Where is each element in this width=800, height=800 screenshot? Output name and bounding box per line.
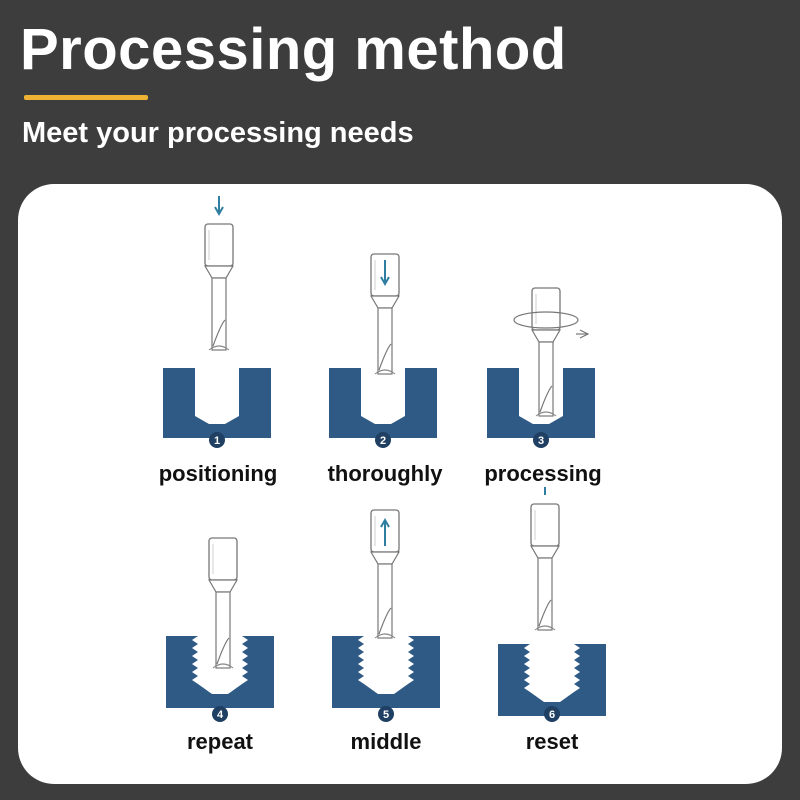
step-badge-circle bbox=[375, 432, 391, 448]
rotation-ring bbox=[513, 311, 579, 329]
process-diagram: 1 2 3 4 5 6 bbox=[163, 196, 606, 722]
step-badge-circle bbox=[544, 706, 560, 722]
step-badge-circle bbox=[209, 432, 225, 448]
tool-flute bbox=[538, 599, 552, 627]
step-badge-circle bbox=[533, 432, 549, 448]
tool-tip bbox=[535, 411, 557, 417]
tool-flute bbox=[378, 343, 392, 371]
step-label-repeat: repeat bbox=[186, 729, 254, 754]
step-label-middle: middle bbox=[350, 729, 422, 754]
tool-tip bbox=[212, 663, 234, 669]
step-badge-circle bbox=[378, 706, 394, 722]
rotation-indicator-step-3 bbox=[513, 311, 590, 339]
title-underline bbox=[24, 95, 148, 100]
badge-step-3: 3 bbox=[533, 432, 549, 448]
step-number: 3 bbox=[538, 435, 544, 447]
page-subtitle: Meet your processing needs bbox=[22, 117, 414, 149]
step-label-positioning: positioning bbox=[158, 461, 278, 486]
tool-step-3 bbox=[530, 287, 562, 417]
tool-body bbox=[538, 341, 554, 417]
arrow-up-step-5 bbox=[380, 517, 390, 546]
tool-body bbox=[215, 591, 231, 669]
tool-neck bbox=[207, 579, 239, 593]
workpiece-block bbox=[329, 368, 437, 438]
diagram-panel: 1 2 3 4 5 6 positioning thoroughly processing… bbox=[18, 184, 782, 784]
arrow-head bbox=[380, 517, 390, 528]
tool-neck bbox=[369, 295, 401, 309]
tool-tip bbox=[374, 369, 396, 375]
workpiece-block bbox=[163, 368, 271, 438]
block-step-5 bbox=[332, 636, 440, 708]
workpiece-block bbox=[166, 636, 274, 708]
tool-tip bbox=[374, 633, 396, 639]
badge-step-2: 2 bbox=[375, 432, 391, 448]
step-badge-circle bbox=[212, 706, 228, 722]
tool-neck bbox=[530, 329, 562, 343]
block-step-1 bbox=[163, 368, 271, 438]
tool-body bbox=[377, 563, 393, 639]
tool-step-1 bbox=[203, 223, 235, 351]
tool-flute bbox=[212, 319, 226, 347]
step-label-reset: reset bbox=[525, 729, 579, 754]
workpiece-block bbox=[498, 644, 606, 716]
rotation-arrow-head bbox=[579, 329, 590, 339]
step-number: 1 bbox=[214, 435, 220, 447]
badge-step-4: 4 bbox=[212, 706, 228, 722]
badge-step-1: 1 bbox=[209, 432, 225, 448]
step-label-thoroughly: thoroughly bbox=[327, 461, 443, 486]
block-step-3 bbox=[487, 368, 595, 438]
step-label-processing: processing bbox=[484, 461, 602, 486]
badge-step-5: 5 bbox=[378, 706, 394, 722]
workpiece-block bbox=[487, 368, 595, 438]
tool-step-6 bbox=[529, 503, 561, 631]
tool-neck bbox=[203, 265, 235, 279]
step-number: 5 bbox=[383, 709, 389, 721]
arrow-down-step-2 bbox=[380, 260, 390, 287]
step-number: 4 bbox=[217, 709, 224, 721]
step-number: 6 bbox=[549, 709, 555, 721]
tool-body bbox=[377, 307, 393, 375]
tool-tip bbox=[208, 345, 230, 351]
arrow-head bbox=[214, 206, 224, 217]
block-step-2 bbox=[329, 368, 437, 438]
tool-tip bbox=[534, 625, 556, 631]
tool-body bbox=[211, 277, 227, 351]
tool-neck bbox=[529, 545, 561, 559]
step-number: 2 bbox=[380, 435, 386, 447]
arrow-down-step-1 bbox=[214, 196, 224, 217]
tool-flute bbox=[539, 385, 553, 413]
badge-step-6: 6 bbox=[544, 706, 560, 722]
tool-flute bbox=[378, 607, 392, 635]
block-step-4 bbox=[166, 636, 274, 708]
tool-neck bbox=[369, 551, 401, 565]
block-step-6 bbox=[498, 644, 606, 716]
tool-body bbox=[537, 557, 553, 631]
workpiece-block bbox=[332, 636, 440, 708]
page-title: Processing method bbox=[20, 17, 567, 82]
tool-step-2 bbox=[369, 253, 401, 375]
arrow-head bbox=[380, 276, 390, 287]
tool-step-4 bbox=[207, 537, 239, 669]
tool-flute bbox=[216, 637, 230, 665]
